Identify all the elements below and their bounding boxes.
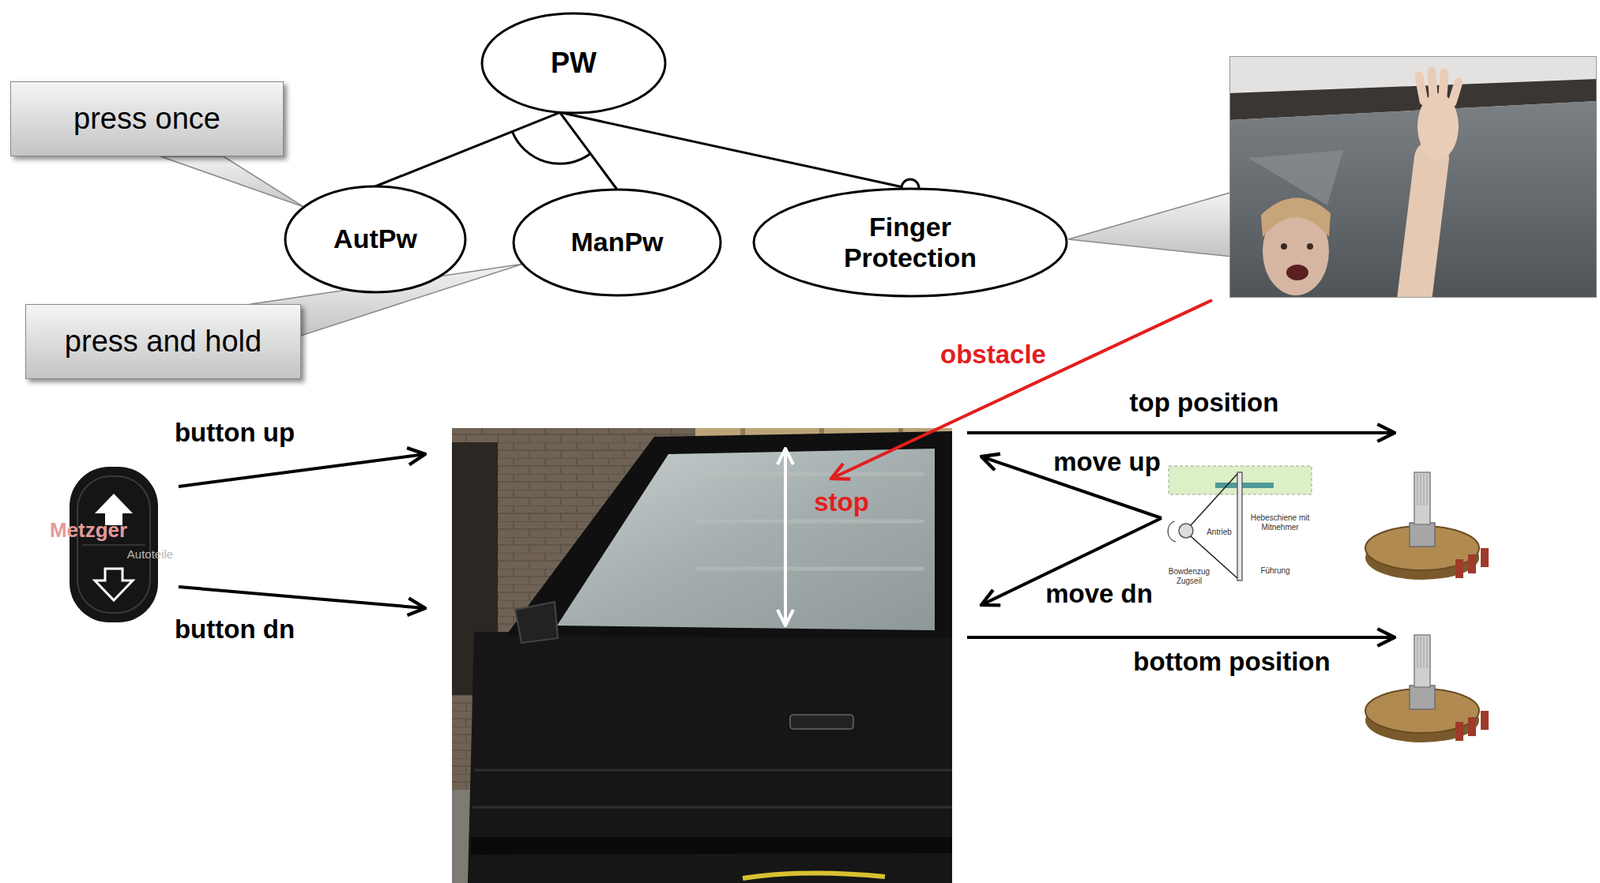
feature-ellipse: Finger Protection: [752, 187, 1069, 298]
node-text: AutPw: [333, 223, 418, 255]
signal-label: bottom position: [1133, 647, 1330, 678]
cable: [1190, 474, 1238, 526]
child-hair: [1261, 197, 1331, 238]
watermark: Autoteile: [127, 547, 174, 561]
alternative-arc: [512, 131, 591, 164]
signal-arrow: [967, 636, 1395, 640]
ellipse-shape: [753, 188, 1067, 297]
child-photo: [1229, 56, 1597, 298]
child-mouth: [1286, 264, 1309, 281]
carrier-bar: [1215, 482, 1274, 489]
window-switch-icon: [69, 466, 159, 623]
door-handle: [790, 715, 854, 730]
ellipse-shape: [513, 189, 721, 296]
part-name: Bowdenzug Zugseil: [1166, 567, 1213, 586]
pot-shaft: [1414, 472, 1431, 525]
potentiometer-symbol: [1365, 635, 1489, 743]
window-travel-arrow: [783, 448, 787, 626]
drive-pulley: [1178, 523, 1194, 539]
signal-arrow: [178, 587, 426, 609]
pot-terminal: [1480, 548, 1489, 568]
signal-arrow: [178, 454, 426, 487]
door-trim: [470, 837, 953, 855]
down-arrow-symbol: [94, 568, 133, 601]
shaft-knurl: [1417, 474, 1427, 506]
signal-arrow: [967, 431, 1395, 435]
signal-label: move dn: [1045, 579, 1153, 610]
switch-divider: [82, 544, 146, 546]
switch-rim: [77, 476, 151, 614]
node-text: PW: [550, 46, 597, 80]
photo-callout-pointer: [1068, 192, 1233, 257]
feature-link: [560, 112, 911, 189]
door-crease: [472, 770, 953, 808]
guide-rail: [1237, 472, 1243, 581]
stop-label: stop: [813, 487, 870, 518]
door-body: [467, 632, 953, 883]
obstacle-label: obstacle: [940, 339, 1047, 370]
pot-terminal: [1468, 554, 1476, 574]
part-name: Antrieb: [1206, 527, 1232, 538]
root-feature-ellipse: PW: [480, 11, 667, 115]
child-eye: [1306, 243, 1314, 250]
glass-reflection: [695, 474, 925, 569]
feature-ellipse: AutPw: [283, 184, 467, 294]
callout-box: press and hold: [25, 304, 302, 380]
pot-bushing: [1409, 523, 1435, 547]
node-text: press once: [73, 101, 221, 137]
feature-ellipse: ManPw: [512, 188, 723, 298]
signal-label: move up: [1053, 447, 1161, 478]
brick-wall: [451, 428, 953, 883]
photo-border: [1229, 56, 1597, 298]
signal-label: button dn: [174, 614, 295, 645]
node-text: Finger Protection: [815, 211, 1006, 274]
ellipse-shape: [285, 186, 466, 293]
child-fingers: [1419, 71, 1459, 103]
garden-hose: [742, 873, 885, 879]
potentiometer-symbol: [1365, 472, 1489, 580]
part-name: Führung: [1260, 566, 1290, 576]
signal-label: button up: [174, 417, 295, 448]
child-arm: [1414, 158, 1432, 298]
rotation-symbol: [1167, 521, 1176, 543]
node-text: press and hold: [64, 324, 262, 360]
side-mirror: [515, 602, 558, 644]
part-name: Hebeschiene mit Mitnehmer: [1246, 513, 1314, 532]
signal-label: top position: [1129, 387, 1280, 418]
reflection: [1248, 150, 1344, 206]
window-glass: [557, 448, 935, 631]
child-eye: [1280, 243, 1288, 250]
switch-body: [69, 466, 159, 623]
watermark: Metzger: [49, 519, 128, 543]
car-door-photo: [451, 428, 953, 883]
feature-link: [375, 112, 561, 187]
window-frame: [505, 431, 953, 639]
callout-pointer: [160, 156, 304, 208]
ellipse-shape: [481, 13, 666, 113]
pot-terminal: [1455, 559, 1464, 579]
node-text: ManPw: [570, 226, 663, 258]
callout-box: press once: [10, 81, 284, 157]
